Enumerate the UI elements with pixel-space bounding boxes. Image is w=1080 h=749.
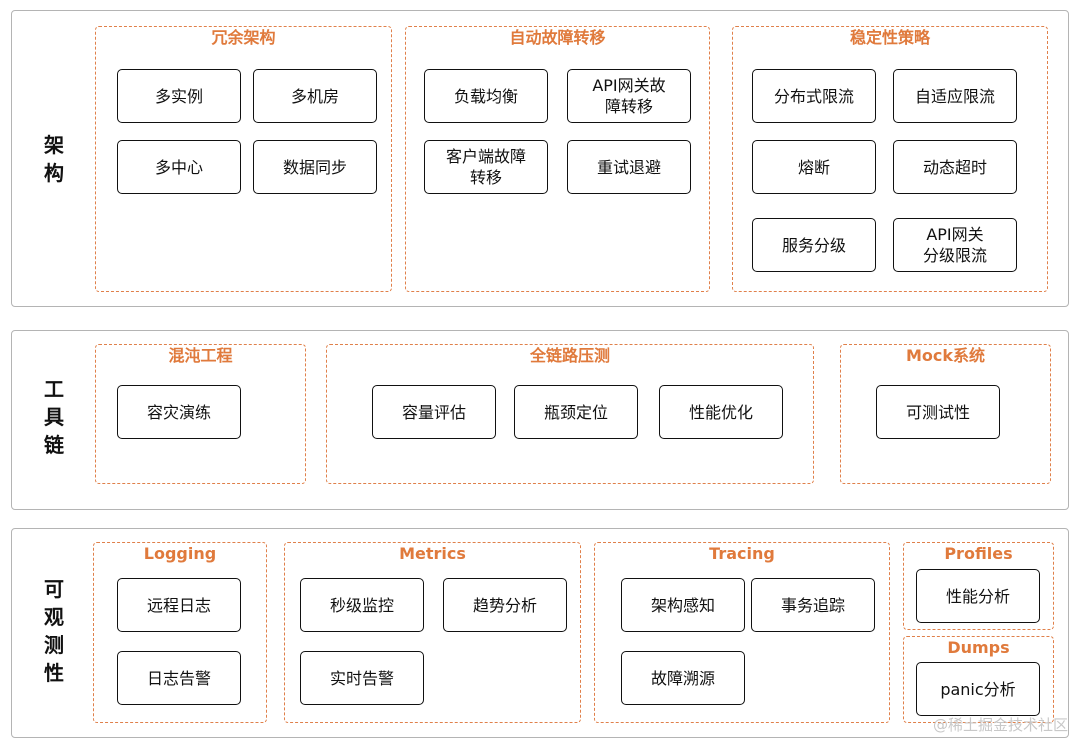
item-box: 架构感知 [621, 578, 745, 632]
item-box: 容灾演练 [117, 385, 241, 439]
item-box: 动态超时 [893, 140, 1017, 194]
item-box: 多实例 [117, 69, 241, 123]
item-box: 多机房 [253, 69, 377, 123]
group-title: Logging [143, 544, 217, 563]
item-box: 瓶颈定位 [514, 385, 638, 439]
item-box: 分布式限流 [752, 69, 876, 123]
observability-section: 可 观 测 性 Logging 远程日志 日志告警 Metrics 秒级监控 趋… [11, 528, 1069, 738]
item-box: panic分析 [916, 662, 1040, 716]
group-title: 混沌工程 [168, 346, 233, 365]
group-title: Metrics [399, 544, 466, 563]
section-label-observability: 可 观 测 性 [44, 577, 64, 685]
item-box: 日志告警 [117, 651, 241, 705]
group-title: Tracing [709, 544, 775, 563]
group-profiles: Profiles 性能分析 [903, 542, 1054, 630]
item-box: 事务追踪 [751, 578, 875, 632]
item-box: 远程日志 [117, 578, 241, 632]
item-box: 自适应限流 [893, 69, 1017, 123]
group-redundant-architecture: 冗余架构 多实例 多机房 多中心 数据同步 [95, 26, 392, 292]
item-box: 秒级监控 [300, 578, 424, 632]
group-title: 全链路压测 [529, 346, 610, 365]
group-metrics: Metrics 秒级监控 趋势分析 实时告警 [284, 542, 581, 723]
group-title: 稳定性策略 [849, 28, 930, 47]
group-title: Profiles [944, 544, 1013, 563]
toolchain-section: 工 具 链 混沌工程 容灾演练 全链路压测 容量评估 瓶颈定位 性能优化 Moc… [11, 330, 1069, 510]
group-stability-strategy: 稳定性策略 分布式限流 自适应限流 熔断 动态超时 服务分级 API网关 分级限… [732, 26, 1048, 292]
group-logging: Logging 远程日志 日志告警 [93, 542, 267, 723]
item-box: 熔断 [752, 140, 876, 194]
group-title: 自动故障转移 [509, 28, 606, 47]
item-box: 性能优化 [659, 385, 783, 439]
section-label-toolchain: 工 具 链 [44, 377, 64, 457]
group-tracing: Tracing 架构感知 事务追踪 故障溯源 [594, 542, 890, 723]
item-box: 负载均衡 [424, 69, 548, 123]
group-chaos-engineering: 混沌工程 容灾演练 [95, 344, 306, 484]
item-box: 可测试性 [876, 385, 1000, 439]
watermark: @稀土掘金技术社区 [932, 716, 1068, 734]
architecture-section: 架 构 冗余架构 多实例 多机房 多中心 数据同步 自动故障转移 负载均衡 AP… [11, 10, 1069, 307]
item-box: 服务分级 [752, 218, 876, 272]
group-full-link-stress-test: 全链路压测 容量评估 瓶颈定位 性能优化 [326, 344, 814, 484]
item-box: API网关故 障转移 [567, 69, 691, 123]
group-auto-failover: 自动故障转移 负载均衡 API网关故 障转移 客户端故障 转移 重试退避 [405, 26, 710, 292]
group-dumps: Dumps panic分析 [903, 636, 1054, 723]
section-label-architecture: 架 构 [44, 133, 64, 185]
item-box: 趋势分析 [443, 578, 567, 632]
item-box: API网关 分级限流 [893, 218, 1017, 272]
item-box: 多中心 [117, 140, 241, 194]
item-box: 实时告警 [300, 651, 424, 705]
group-title: 冗余架构 [211, 28, 276, 47]
item-box: 重试退避 [567, 140, 691, 194]
group-mock-system: Mock系统 可测试性 [840, 344, 1051, 484]
item-box: 故障溯源 [621, 651, 745, 705]
group-title: Mock系统 [905, 346, 986, 365]
item-box: 容量评估 [372, 385, 496, 439]
item-box: 性能分析 [916, 569, 1040, 623]
item-box: 数据同步 [253, 140, 377, 194]
group-title: Dumps [947, 638, 1010, 657]
item-box: 客户端故障 转移 [424, 140, 548, 194]
